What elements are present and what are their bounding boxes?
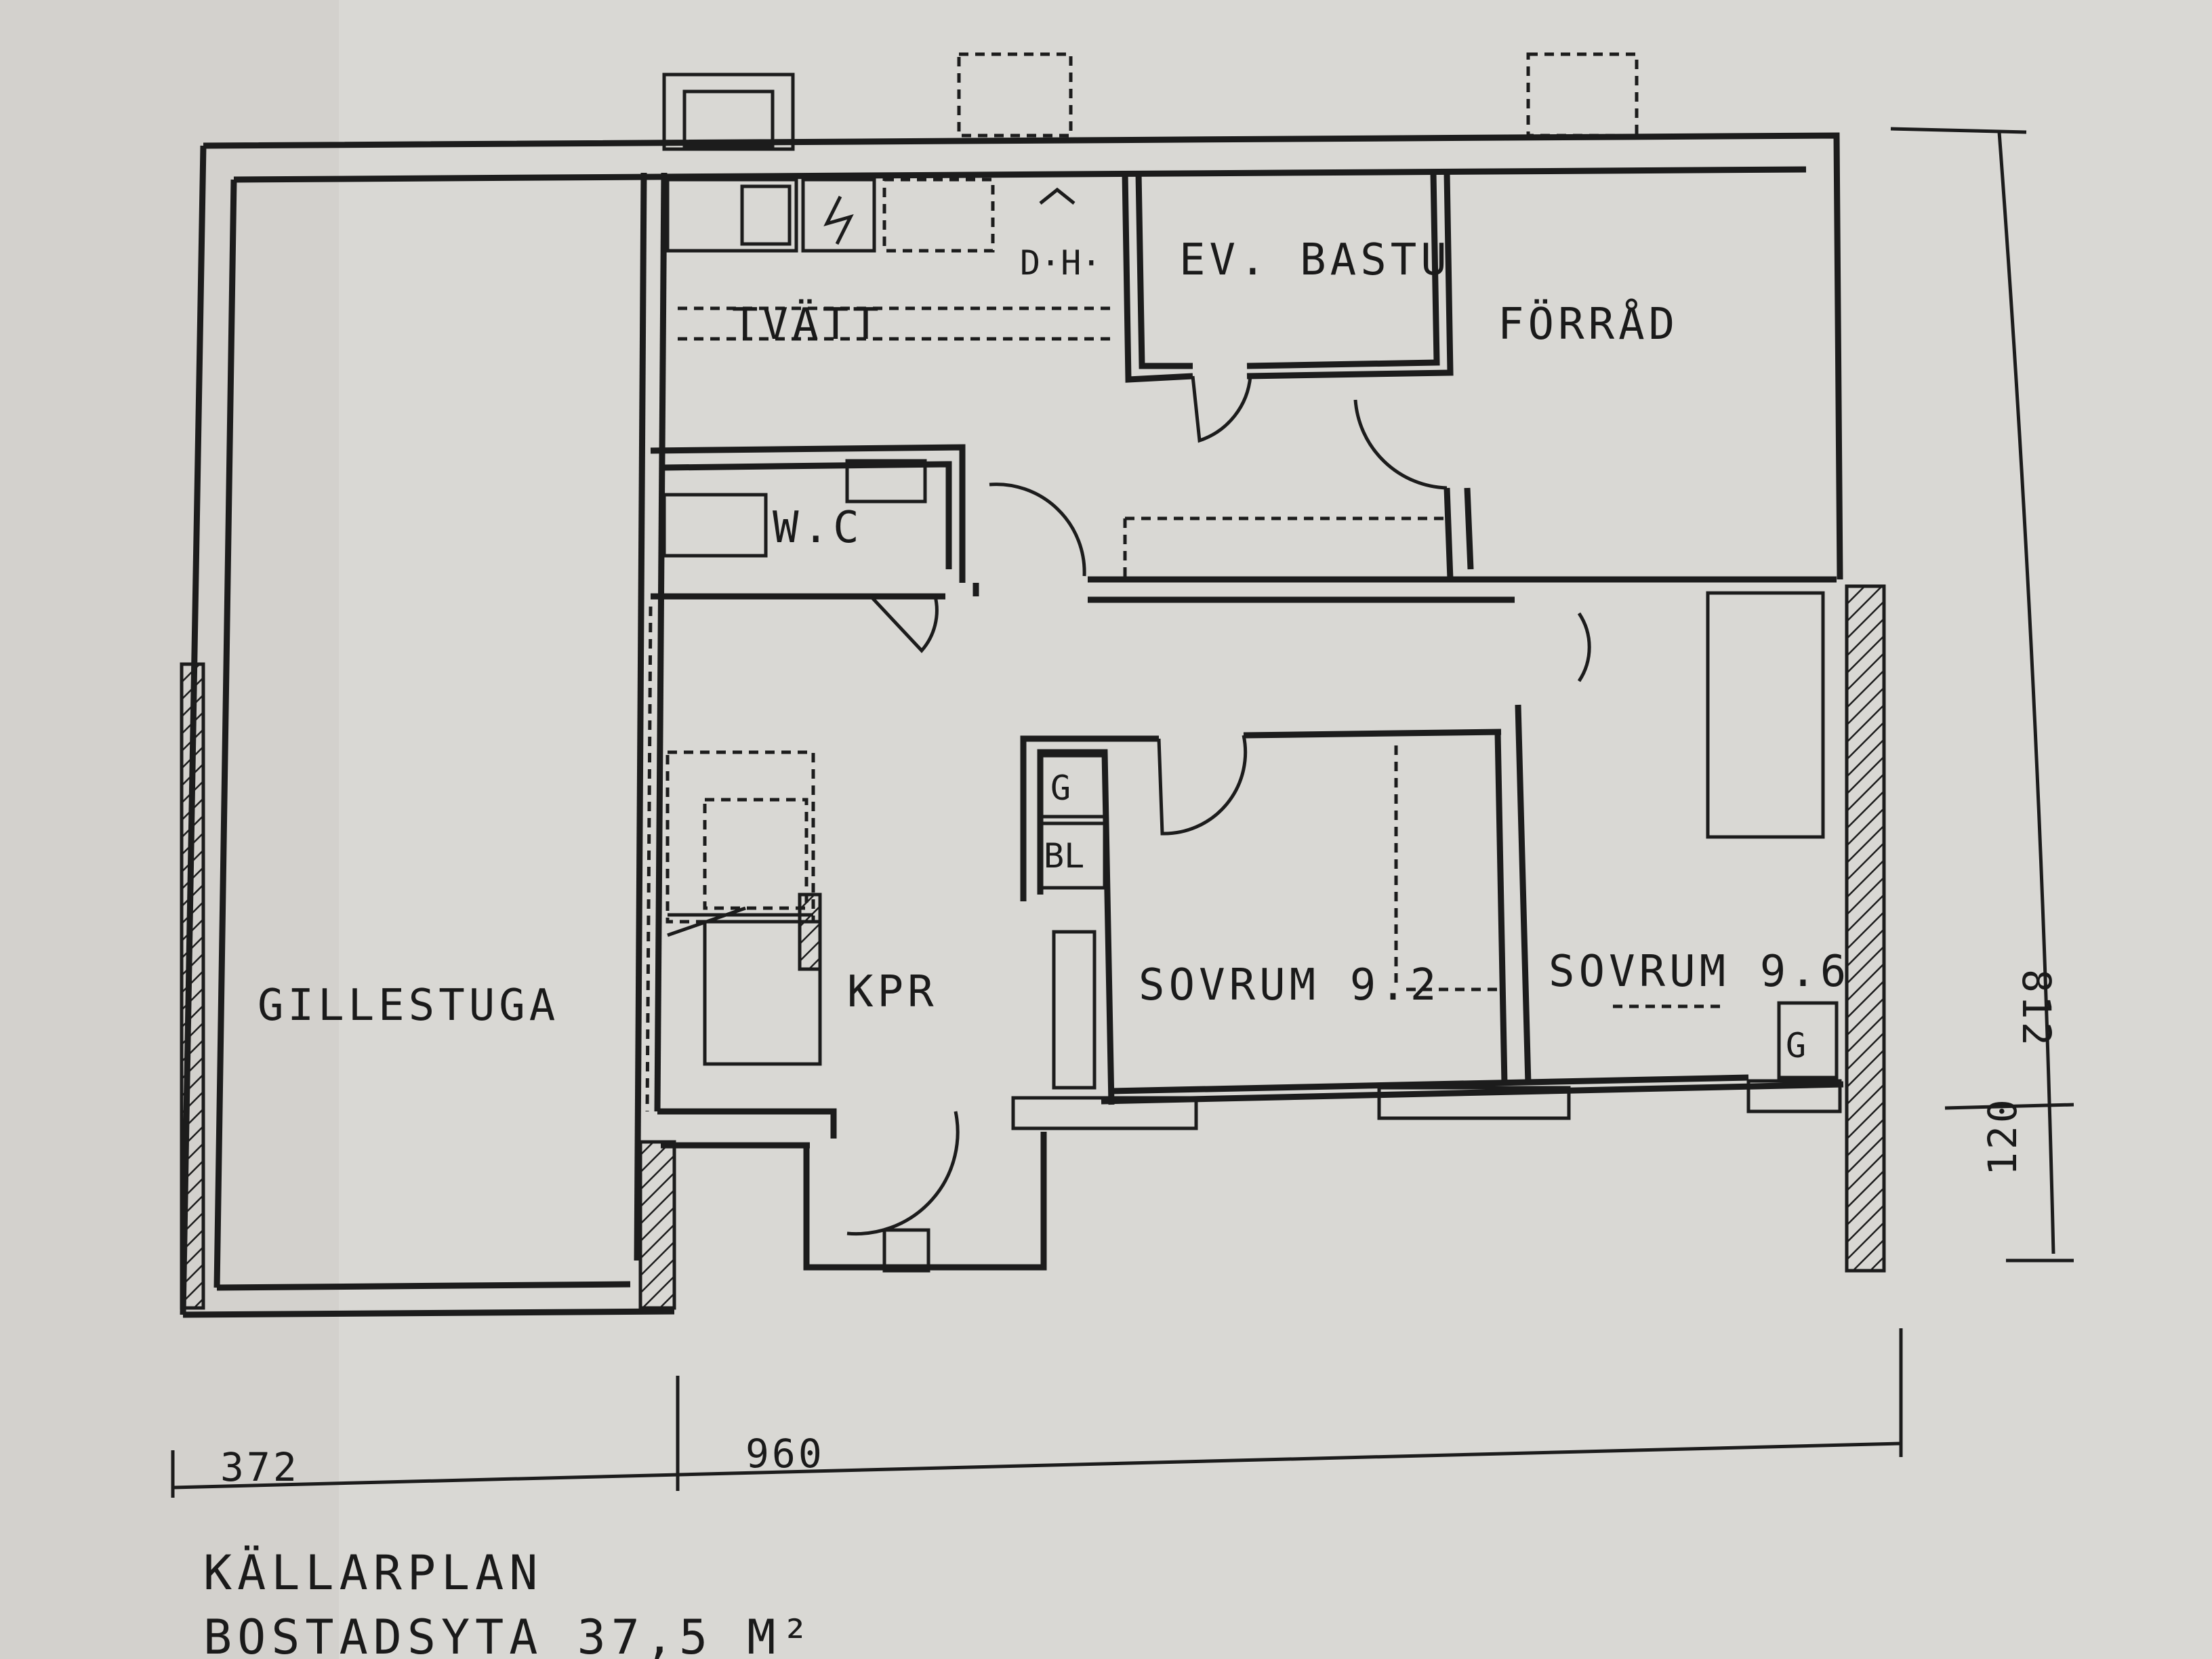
fixture-label-bl: BL [1044, 836, 1084, 876]
laundry-fixtures [665, 178, 1111, 341]
top-windows [662, 52, 1639, 151]
dimension-label-812: 812 [2013, 969, 2060, 1048]
room-label-tvatt: TVÄTT [732, 299, 883, 350]
exterior-walls [180, 132, 1886, 1318]
fixture-label-g-2: G [1786, 1026, 1806, 1065]
kpr-fixtures [665, 750, 930, 1273]
dimension-label-120: 120 [1980, 1097, 2026, 1176]
room-label-bastu: EV. BASTU [1179, 235, 1451, 285]
wc-fixtures [662, 459, 927, 558]
dashed-partitions [645, 516, 1721, 1112]
dimension-label-960: 960 [745, 1431, 825, 1477]
dimension-lines [171, 127, 2074, 1498]
area-label: BOSTADSYTA 37,5 M² [203, 1610, 815, 1659]
room-label-wc: W.C [773, 503, 863, 553]
wardrobes [1038, 591, 1839, 1090]
room-label-dh: D·H· [1020, 243, 1101, 283]
dimension-label-372: 372 [220, 1444, 300, 1490]
room-label-sovrum-1: SOVRUM 9.2 [1139, 960, 1440, 1010]
paper-left-shadow [0, 0, 339, 1659]
doors [846, 375, 1591, 1236]
fixture-label-g-1: G [1050, 769, 1071, 808]
plan-title: KÄLLARPLAN [203, 1545, 543, 1601]
interior-walls [634, 172, 1844, 1271]
room-label-kpr: KPR [847, 967, 938, 1017]
room-label-sovrum-2: SOVRUM 9.6 [1549, 947, 1850, 997]
room-label-gillestuga: GILLESTUGA [258, 981, 559, 1031]
room-label-forrad: FÖRRÅD [1498, 298, 1679, 350]
